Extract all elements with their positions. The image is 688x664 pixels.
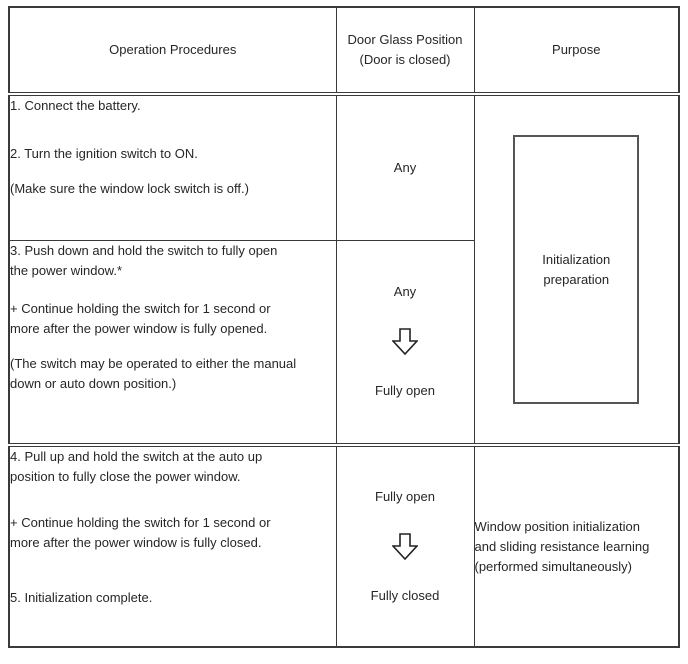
step-3: 3. Push down and hold the switch to full… xyxy=(10,242,278,278)
cell-steps-1-2: 1. Connect the battery. 2. Turn the igni… xyxy=(8,93,337,241)
cell-door-glass-row3: Fully open Fully closed xyxy=(335,443,475,648)
note-window-lock: (Make sure the window lock switch is off… xyxy=(10,181,249,196)
down-arrow-icon xyxy=(391,533,418,560)
cell-door-glass-row2: Any Fully open xyxy=(335,239,475,446)
door-glass-from: Any xyxy=(393,284,417,300)
door-glass-to: Fully open xyxy=(375,383,435,399)
manual-page: Operation Procedures Door Glass Position… xyxy=(0,6,688,664)
door-glass-from: Fully open xyxy=(375,489,435,504)
step-1: 1. Connect the battery. xyxy=(10,98,141,113)
table-row-preparation-1: 1. Connect the battery. 2. Turn the igni… xyxy=(8,93,680,446)
table-row-preparation-2: 3. Push down and hold the switch to full… xyxy=(8,239,679,446)
cell-steps-4-5: 4. Pull up and hold the switch at the au… xyxy=(8,443,337,648)
cell-purpose-row3: Window position initialization and slidi… xyxy=(473,443,680,648)
initialization-procedure-table: Operation Procedures Door Glass Position… xyxy=(8,6,680,648)
header-operation-procedures: Operation Procedures xyxy=(8,6,337,96)
door-glass-to: Fully closed xyxy=(370,588,440,603)
initialization-preparation-box: Initialization preparation xyxy=(513,135,640,404)
header-door-glass-position: Door Glass Position (Door is closed) xyxy=(335,6,475,96)
note-continue-open: + Continue holding the switch for 1 seco… xyxy=(10,300,271,336)
step-4: 4. Pull up and hold the switch at the au… xyxy=(10,449,263,484)
table-row-initialization: 4. Pull up and hold the switch at the au… xyxy=(8,443,680,648)
cell-purpose-merged: Initialization preparation xyxy=(473,93,680,446)
step-5: 5. Initialization complete. xyxy=(10,590,153,605)
note-switch-positions: (The switch may be operated to either th… xyxy=(10,355,297,391)
step-2: 2. Turn the ignition switch to ON. xyxy=(10,146,198,161)
cell-step-3: 3. Push down and hold the switch to full… xyxy=(8,239,337,446)
header-purpose: Purpose xyxy=(473,6,680,96)
door-glass-value: Any xyxy=(393,159,417,175)
down-arrow-icon xyxy=(391,328,418,356)
cell-door-glass-row1: Any xyxy=(335,93,475,241)
note-continue-close: + Continue holding the switch for 1 seco… xyxy=(10,515,271,550)
table-header-row: Operation Procedures Door Glass Position… xyxy=(8,6,680,96)
